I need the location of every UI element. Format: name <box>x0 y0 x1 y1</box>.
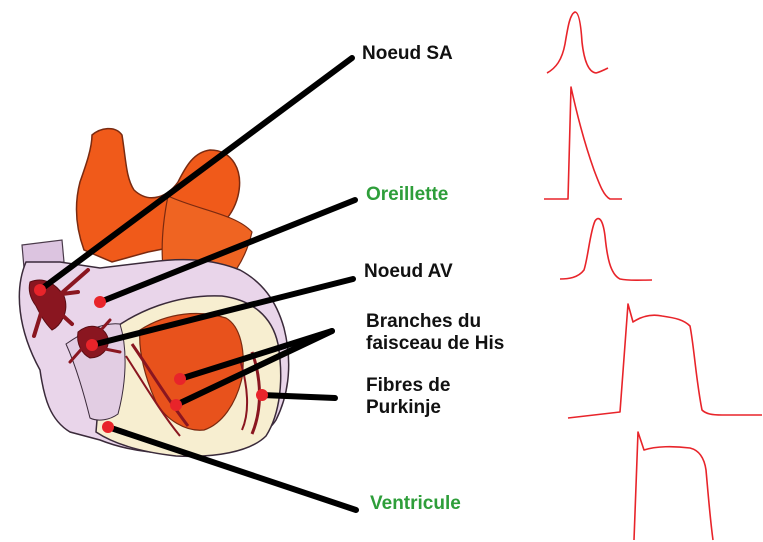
marker-ventricle <box>102 421 114 433</box>
waveforms <box>544 12 762 540</box>
waveform-av-node <box>560 219 652 281</box>
waveform-sa-node <box>547 12 608 73</box>
marker-atrium <box>94 296 106 308</box>
label-his-bundle-line1: Branches du <box>366 311 504 333</box>
label-his-bundle: Branches du faisceau de His <box>366 311 504 355</box>
label-ventricle: Ventricule <box>370 493 461 515</box>
marker-his-bundle <box>174 373 186 385</box>
marker-purkinje <box>256 389 268 401</box>
label-purkinje-line1: Fibres de <box>366 375 450 397</box>
waveform-atrium <box>544 87 622 199</box>
label-sa-node: Noeud SA <box>362 43 453 65</box>
label-purkinje-line2: Purkinje <box>366 397 450 419</box>
label-atrium: Oreillette <box>366 184 448 206</box>
waveform-his-bundle <box>568 304 762 418</box>
marker-sa-node <box>34 284 46 296</box>
label-his-bundle-line2: faisceau de His <box>366 333 504 355</box>
heart-illustration <box>19 129 288 457</box>
leader-line-purkinje <box>262 395 335 398</box>
marker-av-node <box>86 339 98 351</box>
waveform-ventricle <box>634 432 713 540</box>
label-purkinje: Fibres de Purkinje <box>366 375 450 419</box>
label-av-node: Noeud AV <box>364 261 453 283</box>
marker-his-bundle <box>170 399 182 411</box>
